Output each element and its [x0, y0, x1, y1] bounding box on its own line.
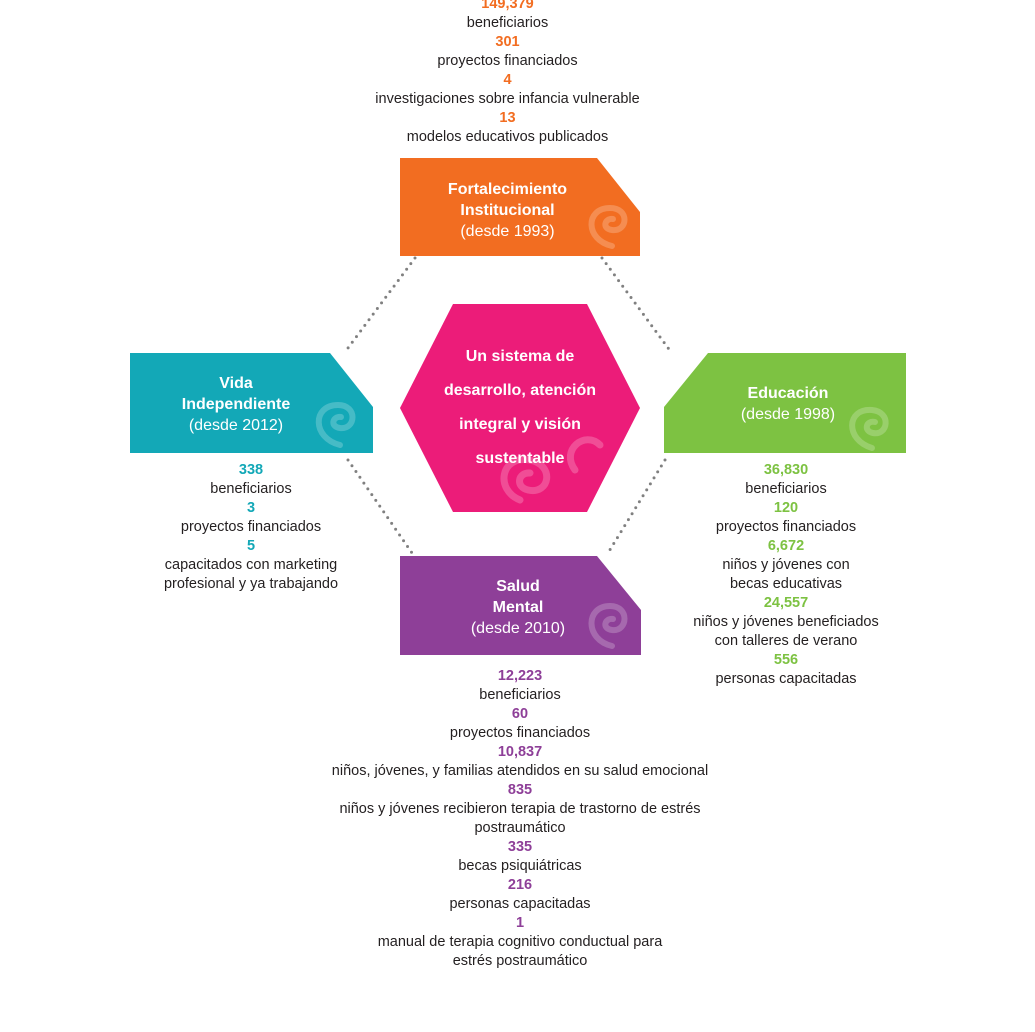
card-title: Vida Independiente	[181, 374, 291, 413]
stat-label: beneficiarios	[210, 481, 292, 497]
stat-value: 24,557	[763, 595, 809, 611]
center-line: sustentable	[475, 450, 565, 467]
stat-value: 5	[246, 538, 256, 554]
stat-label: modelos educativos publicados	[406, 129, 609, 145]
stat-label: niños y jóvenes beneficiados con tallere…	[693, 614, 879, 649]
stat-value: 3	[246, 500, 256, 516]
stats-vida-independiente: 338 beneficiarios 3 proyectos financiado…	[130, 461, 372, 594]
stat-value: 60	[511, 706, 529, 722]
stat-value: 338	[238, 462, 264, 478]
swirl-decoration	[849, 406, 889, 451]
center-line: integral y visión	[459, 416, 581, 433]
stat-value: 36,830	[763, 462, 809, 478]
connector-bottom-left	[346, 458, 414, 555]
stat-value: 216	[507, 877, 533, 893]
card-educacion-label: Educación (desde 1998)	[683, 364, 893, 444]
swirl-decoration	[588, 204, 628, 249]
stat-label: proyectos financiados	[449, 725, 591, 741]
stat-value: 1	[515, 915, 525, 931]
stat-value: 835	[507, 782, 533, 798]
stat-value: 4	[503, 72, 512, 88]
card-salud-mental	[400, 556, 641, 655]
card-since: (desde 2010)	[470, 619, 566, 637]
swirl-decoration	[588, 602, 628, 649]
card-vida-independiente	[130, 353, 373, 453]
stat-label: investigaciones sobre infancia vulnerabl…	[375, 91, 640, 107]
stat-label: niños, jóvenes, y familias atendidos en …	[331, 763, 709, 779]
stat-value: 6,672	[767, 538, 805, 554]
swirl-decoration	[315, 401, 356, 448]
card-educacion	[664, 353, 906, 453]
stat-label: proyectos financiados	[437, 53, 578, 69]
swirl-decoration	[500, 436, 604, 504]
center-line: Un sistema de	[465, 348, 575, 365]
stats-educacion: 36,830 beneficiarios 120 proyectos finan…	[660, 461, 912, 689]
connector-top-right	[600, 256, 673, 354]
card-fortalecimiento	[400, 158, 640, 256]
stat-label: manual de terapia cognitivo conductual p…	[377, 934, 663, 969]
card-title: Educación	[747, 385, 829, 402]
stats-salud-mental: 12,223 beneficiarios 60 proyectos financ…	[290, 667, 750, 971]
center-hexagon	[400, 304, 640, 512]
card-vida-label: Vida Independiente (desde 2012)	[130, 364, 342, 444]
stat-value: 120	[773, 500, 799, 516]
stats-fortalecimiento: 149,379 beneficiarios 301 proyectos fina…	[330, 0, 685, 147]
stat-value: 13	[499, 110, 516, 126]
card-fortalecimiento-label: Fortalecimiento Institucional (desde 199…	[400, 170, 615, 250]
stat-label: beneficiarios	[745, 481, 827, 497]
card-since: (desde 2012)	[188, 416, 284, 434]
stat-label: personas capacitadas	[715, 671, 857, 687]
connector-top-left	[343, 256, 417, 354]
stat-label: personas capacitadas	[449, 896, 591, 912]
card-since: (desde 1998)	[740, 406, 836, 423]
stat-value: 301	[495, 34, 520, 50]
stat-value: 149,379	[481, 0, 534, 12]
stat-value: 12,223	[497, 668, 543, 684]
card-title: Salud Mental	[492, 577, 544, 616]
stat-value: 10,837	[497, 744, 543, 760]
dotted-connectors	[343, 256, 673, 555]
connector-bottom-right	[606, 458, 667, 555]
stat-label: capacitados con marketing profesional y …	[163, 557, 339, 592]
stat-value: 335	[507, 839, 533, 855]
stat-label: niños y jóvenes recibieron terapia de tr…	[339, 801, 701, 836]
stat-label: becas psiquiátricas	[458, 858, 582, 874]
center-line: desarrollo, atención	[443, 382, 597, 399]
card-salud-label: Salud Mental (desde 2010)	[400, 567, 636, 647]
card-title: Fortalecimiento Institucional	[447, 180, 568, 219]
stat-label: beneficiarios	[466, 15, 549, 31]
center-title: Un sistema de desarrollo, atención integ…	[400, 304, 640, 512]
stat-label: beneficiarios	[479, 687, 561, 703]
stat-value: 556	[773, 652, 799, 668]
stat-label: niños y jóvenes con becas educativas	[722, 557, 850, 592]
stat-label: proyectos financiados	[180, 519, 322, 535]
card-since: (desde 1993)	[460, 222, 555, 240]
stat-label: proyectos financiados	[715, 519, 857, 535]
